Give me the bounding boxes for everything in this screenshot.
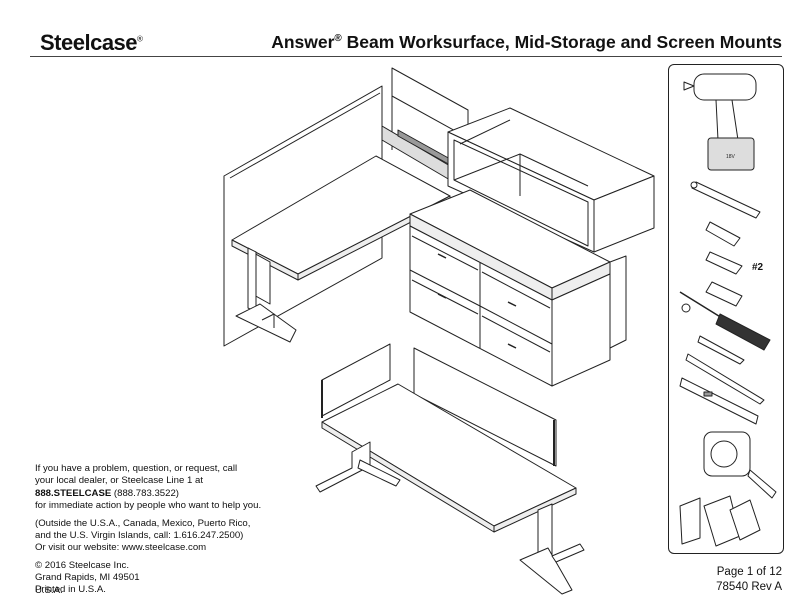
screwdriver-bit-icon (705, 221, 741, 247)
company-address: © 2016 Steelcase Inc. Grand Rapids, MI 4… (35, 559, 140, 596)
lower-desk-legs (315, 441, 585, 595)
storage-unit (409, 189, 627, 387)
contact-outside: (Outside the U.S.A., Canada, Mexico, Pue… (35, 517, 251, 554)
contact-info: If you have a problem, question, or requ… (35, 463, 295, 602)
level-icon (679, 377, 759, 425)
document-number: 78540 Rev A (716, 581, 782, 593)
printed-in: Printed in U.S.A. (35, 584, 106, 595)
svg-text:18V: 18V (726, 154, 736, 160)
drill-icon: 18V (683, 73, 757, 171)
page-number: Page 1 of 12 (716, 566, 782, 578)
drill-bit-icon (697, 335, 745, 365)
header-rule (30, 56, 782, 57)
lower-desk-screens (321, 343, 557, 467)
socket-bit-icon (705, 281, 743, 307)
steelcase-logo: Steelcase® (40, 30, 143, 55)
bit-holder-icon (690, 181, 761, 219)
bit-size-label: #2 (752, 262, 764, 273)
pencil-icon (685, 353, 765, 405)
hutch (447, 107, 655, 253)
screwdriver-bit-2-icon (705, 251, 743, 275)
screwdriver-icon (679, 291, 771, 351)
page-footer: Page 1 of 12 78540 Rev A (716, 565, 782, 595)
desk-leg (235, 247, 297, 343)
document-title: Answer® Beam Worksurface, Mid-Storage an… (271, 32, 782, 52)
clamps-icon (679, 495, 761, 547)
tape-measure-icon (703, 431, 777, 499)
contact-intro: If you have a problem, question, or requ… (35, 463, 262, 512)
